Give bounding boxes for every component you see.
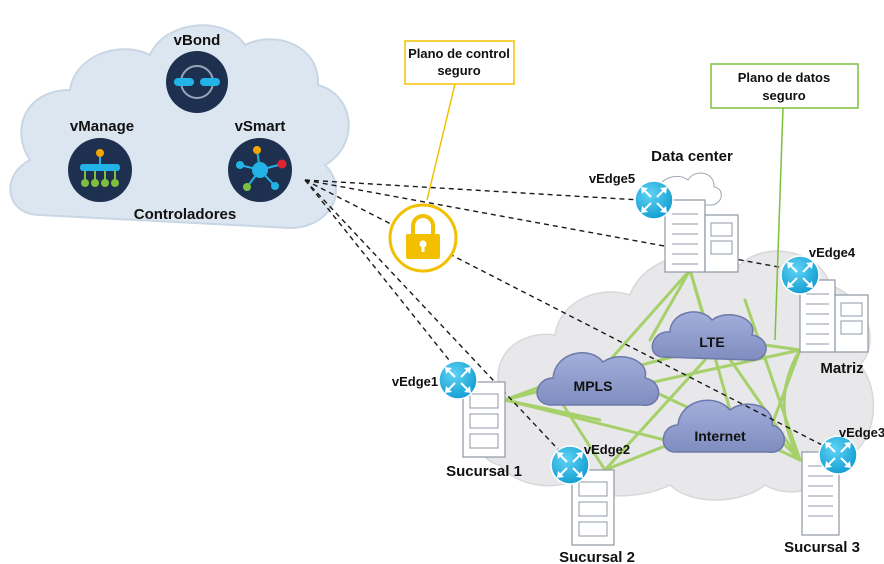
controller-cloud xyxy=(9,24,350,230)
data-plane-links xyxy=(503,268,802,472)
lte-cloud: LTE xyxy=(651,311,767,361)
building-icon xyxy=(664,199,706,273)
data-plane-callout: Plano de datos seguro xyxy=(710,63,859,109)
router-icon xyxy=(818,435,858,475)
control-callout-line xyxy=(426,83,456,201)
vedge3-label: vEdge3 xyxy=(839,425,884,440)
svg-text:Plano de datos: Plano de datos xyxy=(738,70,830,85)
sucursal2-label: Sucursal 2 xyxy=(559,549,635,564)
data-callout-line xyxy=(774,107,784,341)
router-icon xyxy=(780,255,820,295)
sucursal3-label: Sucursal 3 xyxy=(784,539,860,556)
vsmart-label: vSmart xyxy=(235,118,286,135)
vmanage-label: vManage xyxy=(70,118,134,135)
mpls-cloud: MPLS xyxy=(536,352,660,406)
vbond-icon xyxy=(166,51,228,113)
vsmart-icon xyxy=(228,138,292,202)
building-icon xyxy=(704,214,739,273)
control-plane-callout: Plano de control seguro xyxy=(404,40,515,85)
sucursal1-label: Sucursal 1 xyxy=(446,463,522,480)
datacenter-site xyxy=(648,172,739,273)
svg-text:Plano de control: Plano de control xyxy=(408,46,510,61)
controllers-group-label: Controladores xyxy=(134,206,237,223)
router-icon xyxy=(438,360,478,400)
padlock-icon xyxy=(388,203,458,273)
datacenter-label: Data center xyxy=(651,148,733,165)
vedge2-label: vEdge2 xyxy=(584,442,630,457)
sucursal2-site xyxy=(571,469,615,546)
mpls-label: MPLS xyxy=(574,378,613,394)
vedge5-label: vEdge5 xyxy=(589,171,635,186)
vedge1-label: vEdge1 xyxy=(392,374,438,389)
vmanage-icon xyxy=(68,138,132,202)
matriz-label: Matriz xyxy=(820,360,863,377)
internet-label: Internet xyxy=(694,428,746,444)
building-icon xyxy=(834,294,869,353)
vedge4-label: vEdge4 xyxy=(809,245,856,260)
vbond-label: vBond xyxy=(174,32,221,49)
internet-cloud: Internet xyxy=(662,399,785,453)
svg-text:seguro: seguro xyxy=(437,63,480,78)
lte-label: LTE xyxy=(699,334,724,350)
svg-text:seguro: seguro xyxy=(762,88,805,103)
router-icon xyxy=(634,180,674,220)
